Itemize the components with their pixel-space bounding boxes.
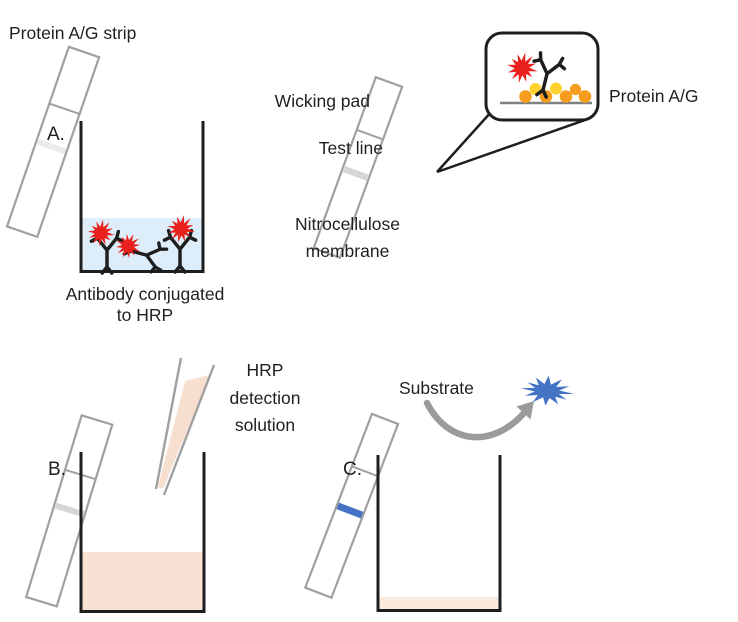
beaker-a xyxy=(79,121,205,273)
substrate-label: Substrate xyxy=(399,378,474,398)
reaction-arrow xyxy=(423,399,528,441)
membrane-line: Nitrocellulose xyxy=(294,214,401,234)
test-strip-b xyxy=(24,413,114,608)
wicking-pad-divider xyxy=(49,102,80,115)
pipette-liquid xyxy=(158,375,210,489)
reagent-line: HRP xyxy=(246,360,284,380)
reaction-arrowhead xyxy=(516,401,534,420)
beaker-b xyxy=(79,452,206,613)
wicking-pad-label: Wicking pad xyxy=(274,91,370,111)
panel-c-label: C. xyxy=(343,459,362,480)
caption-line: to HRP xyxy=(116,304,174,325)
magnifier-callout-lines xyxy=(436,110,589,174)
beaker-c xyxy=(376,455,502,612)
reagent-line: detection xyxy=(229,387,301,408)
test-strip-labeled xyxy=(312,75,404,260)
detection-solution-liquid xyxy=(82,552,203,611)
protein-ag-beads-orange xyxy=(519,83,592,103)
inset-box xyxy=(484,31,600,122)
protein-ag-label: Protein A/G xyxy=(609,86,699,106)
test-strip-c xyxy=(303,412,400,600)
strip-body xyxy=(303,412,400,600)
panel-c xyxy=(303,372,576,612)
test-line-positive xyxy=(336,502,364,519)
membrane-line: membrane xyxy=(305,241,390,261)
panel-a xyxy=(5,45,205,276)
caption-line: Antibody conjugated xyxy=(65,284,225,304)
membrane-label: Nitrocellulose membrane xyxy=(265,211,430,265)
hrp-detection-solution-label: HRP detection solution xyxy=(205,357,325,440)
panel-b xyxy=(24,357,216,613)
strip-title-label: Protein A/G strip xyxy=(9,23,137,43)
test-line-label: Test line xyxy=(318,138,383,158)
panel-b-label: B. xyxy=(48,459,66,480)
residual-liquid xyxy=(379,597,499,610)
strip-body xyxy=(5,45,101,239)
test-line-blank xyxy=(54,502,85,518)
wicking-pad-divider xyxy=(356,128,384,141)
reagent-line: solution xyxy=(234,415,296,435)
wicking-pad-divider xyxy=(351,465,379,478)
test-line-blank xyxy=(342,166,369,181)
pipette-icon xyxy=(154,357,216,496)
test-strip-a xyxy=(5,45,101,239)
panel-a-label: A. xyxy=(47,124,65,145)
panel-a-caption: Antibody conjugated to HRP xyxy=(35,284,255,325)
test-line-blank xyxy=(36,138,67,155)
labeled-strip xyxy=(312,31,600,260)
strip-body xyxy=(312,75,404,260)
